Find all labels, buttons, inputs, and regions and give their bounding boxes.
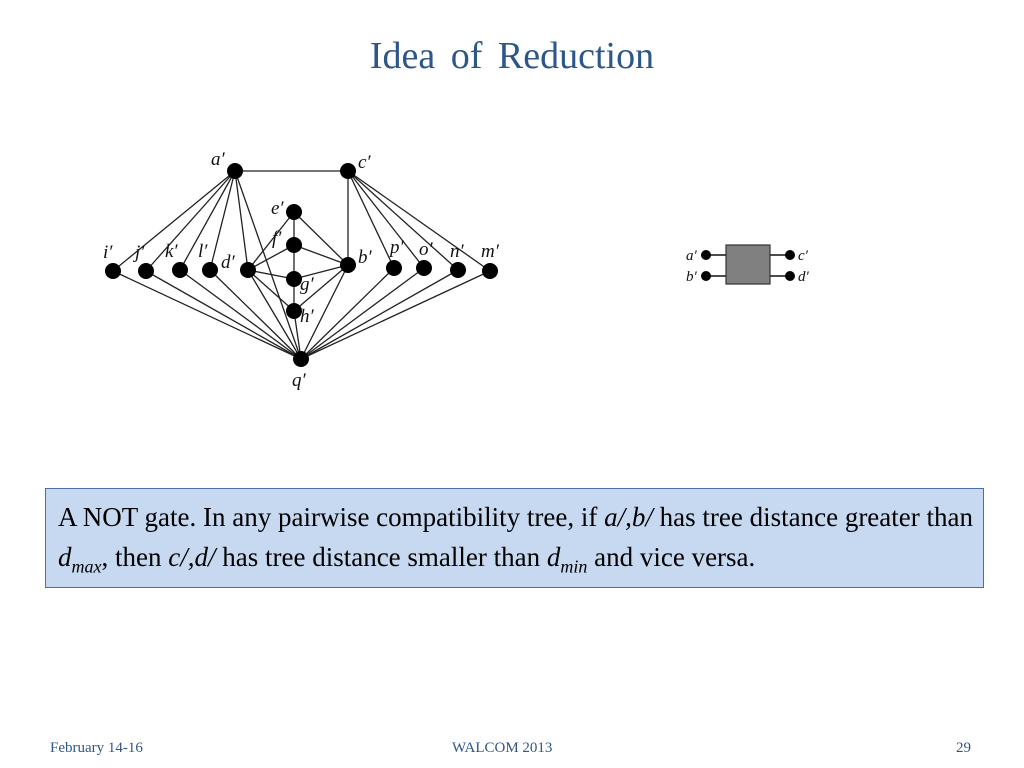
graph-edge-b-f bbox=[293, 244, 349, 266]
graph-node-g bbox=[286, 271, 302, 287]
graph-node-f bbox=[286, 237, 302, 253]
graph-label-m: m′ bbox=[481, 241, 500, 262]
gate-label-d: d′ bbox=[798, 269, 810, 285]
graph-edge-b-q bbox=[300, 264, 349, 360]
gate-label-a: a′ bbox=[686, 248, 698, 264]
footer-conference: WALCOM 2013 bbox=[452, 740, 553, 756]
graph-label-i: i′ bbox=[103, 242, 113, 263]
graph-node-h bbox=[286, 303, 302, 319]
graph-label-k: k′ bbox=[165, 241, 178, 262]
caption-dmin: d bbox=[546, 542, 561, 572]
graph-edge-d-e bbox=[247, 211, 295, 271]
graph-edge-b-e bbox=[293, 211, 349, 266]
graph-node-q bbox=[293, 351, 309, 367]
caption-part3: , then bbox=[101, 542, 169, 572]
graph-label-b: b′ bbox=[358, 247, 373, 268]
caption-part4: has tree distance smaller than bbox=[215, 542, 547, 572]
graph-labels: a′ c′ e′ f′ g′ h′ i′ j′ k′ l′ d′ b′ p′ o′ n′ m′ q′ bbox=[103, 149, 500, 391]
caption-box: A NOT gate. In any pairwise compatibilit… bbox=[45, 488, 984, 588]
graph-edge-m-q bbox=[300, 270, 491, 360]
caption-dmin-sub: min bbox=[560, 556, 588, 577]
graph-node-k bbox=[172, 262, 188, 278]
graph-node-n bbox=[450, 262, 466, 278]
gate-box bbox=[725, 244, 771, 285]
graph-edge-i-q bbox=[112, 270, 302, 360]
graph-nodes bbox=[105, 163, 498, 367]
gate-label-b: b′ bbox=[686, 269, 698, 285]
graph-edge-o-q bbox=[300, 267, 425, 360]
graph-label-g: g′ bbox=[300, 274, 315, 295]
graph-label-h: h′ bbox=[300, 306, 315, 327]
graph-label-c: c′ bbox=[358, 152, 371, 173]
graph-edge-j-q bbox=[145, 270, 302, 360]
graph-edge-a-k bbox=[179, 170, 236, 271]
graph-edge-c-p bbox=[347, 170, 395, 269]
graph-label-l: l′ bbox=[198, 241, 208, 262]
gate-node-a bbox=[701, 250, 711, 260]
caption-part5: and vice versa. bbox=[587, 542, 756, 572]
graph-edges bbox=[112, 170, 491, 360]
graph-label-o: o′ bbox=[419, 239, 434, 260]
caption-dmax-sub: max bbox=[71, 556, 102, 577]
graph-label-a: a′ bbox=[211, 149, 226, 170]
graph-edge-b-h bbox=[293, 264, 349, 312]
graph-node-o bbox=[416, 260, 432, 276]
graph-edge-b-g bbox=[293, 264, 349, 280]
graph-node-c bbox=[340, 163, 356, 179]
graph-edge-a-j bbox=[145, 170, 236, 272]
graph-edge-p-q bbox=[300, 267, 395, 360]
slide-title: Idea of Reduction bbox=[369, 35, 655, 77]
graph-edge-c-o bbox=[347, 170, 425, 269]
graph-edge-a-i bbox=[112, 170, 236, 272]
graph-label-p: p′ bbox=[388, 237, 405, 258]
graph-node-b bbox=[340, 257, 356, 273]
footer-date: February 14-16 bbox=[50, 740, 143, 756]
graph-edge-d-q bbox=[247, 269, 302, 360]
caption-ab: a/,b/ bbox=[604, 502, 653, 532]
footer-page-number: 29 bbox=[956, 740, 971, 756]
graph-node-p bbox=[386, 260, 402, 276]
graph-edge-a-q bbox=[234, 170, 302, 360]
graph-edge-d-f bbox=[247, 244, 295, 271]
not-gate-graph: a′ c′ e′ f′ g′ h′ i′ j′ k′ l′ d′ b′ p′ o′ n′ m′ q′ a′ b′… bbox=[103, 149, 810, 391]
caption-part2: has tree distance greater than bbox=[652, 502, 973, 532]
graph-edge-c-m bbox=[347, 170, 491, 272]
gate-node-d bbox=[785, 271, 795, 281]
graph-edge-n-q bbox=[300, 269, 459, 360]
gate-label-c: c′ bbox=[798, 248, 809, 264]
graph-node-a bbox=[227, 163, 243, 179]
not-gate-symbol: a′ b′ c′ d′ bbox=[686, 244, 810, 285]
caption-dmax: d bbox=[58, 542, 72, 572]
graph-edge-d-h bbox=[247, 269, 295, 312]
graph-label-e: e′ bbox=[271, 198, 284, 219]
gate-node-c bbox=[785, 250, 795, 260]
graph-label-n: n′ bbox=[450, 241, 465, 262]
graph-node-e bbox=[286, 204, 302, 220]
gate-node-b bbox=[701, 271, 711, 281]
graph-node-i bbox=[105, 263, 121, 279]
graph-node-l bbox=[202, 262, 218, 278]
graph-node-m bbox=[482, 263, 498, 279]
graph-node-d bbox=[240, 262, 256, 278]
graph-edge-a-d bbox=[234, 170, 249, 271]
caption-part1: A NOT gate. In any pairwise compatibilit… bbox=[58, 502, 605, 532]
graph-label-f: f′ bbox=[272, 228, 282, 249]
graph-edge-h-q bbox=[293, 310, 302, 360]
graph-edge-a-l bbox=[209, 170, 236, 271]
graph-node-j bbox=[138, 263, 154, 279]
graph-edge-c-n bbox=[347, 170, 459, 271]
caption-cd: c/,d/ bbox=[168, 542, 216, 572]
graph-edge-k-q bbox=[179, 269, 302, 360]
graph-edge-l-q bbox=[209, 269, 302, 360]
graph-label-d: d′ bbox=[221, 252, 236, 273]
graph-label-q: q′ bbox=[292, 370, 307, 391]
graph-label-j: j′ bbox=[132, 242, 145, 263]
